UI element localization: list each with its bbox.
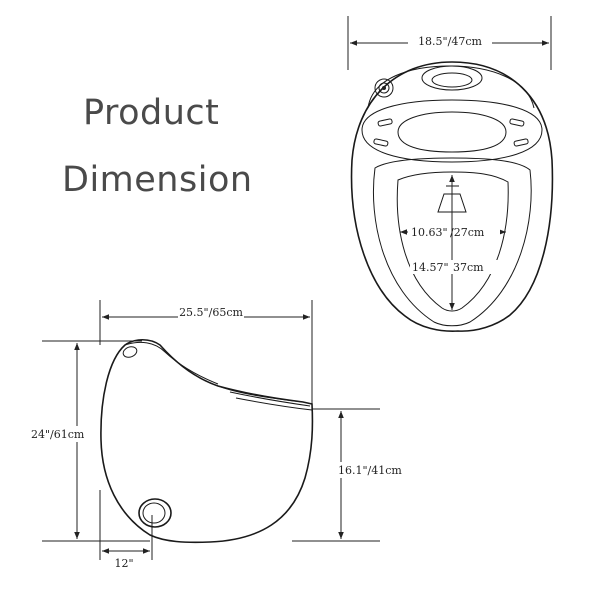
- top-bowl-width-label-cm: /27cm: [450, 226, 485, 239]
- top-tank-dome-inner: [431, 72, 473, 88]
- top-control-button-dot: [382, 86, 386, 90]
- side-knob-outer: [138, 498, 172, 528]
- top-bowl-width-label-in: 10.63": [411, 226, 448, 239]
- top-seat-ring: [372, 157, 532, 327]
- side-seat-height-label: 16.1"/41cm: [338, 464, 402, 477]
- title-product: Product: [83, 93, 220, 133]
- top-control-button-inner: [378, 82, 390, 94]
- top-hinge-slot-3: [509, 118, 525, 127]
- top-hinge-slot-2: [373, 138, 389, 147]
- top-seat-band: [361, 99, 543, 163]
- top-bowl-length-label-cm: 37cm: [453, 261, 484, 274]
- side-view: 25.5"/65cm 24"/61cm 16.1"/41cm 12": [30, 300, 402, 570]
- top-width-label-bg: [408, 33, 492, 49]
- title-dimension: Dimension: [62, 160, 253, 200]
- top-hinge-slot-4: [513, 138, 529, 147]
- side-height-label-bg: [30, 426, 82, 442]
- side-seat-line: [229, 391, 311, 407]
- top-bowl-length-label-bg: [410, 260, 498, 274]
- side-length-label-bg: [178, 306, 244, 320]
- top-view: 18.5"/47cm: [347, 16, 554, 332]
- top-width-label: 18.5"/47cm: [418, 35, 482, 48]
- side-knob-inner: [142, 502, 166, 524]
- side-lid-edge: [217, 385, 304, 403]
- top-control-button: [374, 78, 394, 98]
- top-bowl-opening: [396, 171, 509, 312]
- side-body-outline: [100, 338, 314, 544]
- side-roughin-label: 12": [114, 557, 133, 570]
- side-control-button: [122, 346, 138, 358]
- top-bowl-length-label-in: 14.57": [412, 261, 449, 274]
- top-hinge-slot-1: [377, 118, 393, 127]
- side-length-label: 25.5"/65cm: [179, 306, 243, 319]
- top-tank-dome: [421, 65, 483, 91]
- top-seat-band-inner: [397, 111, 507, 153]
- side-height-label: 24"/61cm: [31, 428, 85, 441]
- side-seat-height-label-bg: [336, 462, 396, 478]
- side-seat-line-2: [235, 397, 313, 411]
- side-lid-outline: [124, 341, 219, 385]
- top-body-outline: [350, 61, 554, 332]
